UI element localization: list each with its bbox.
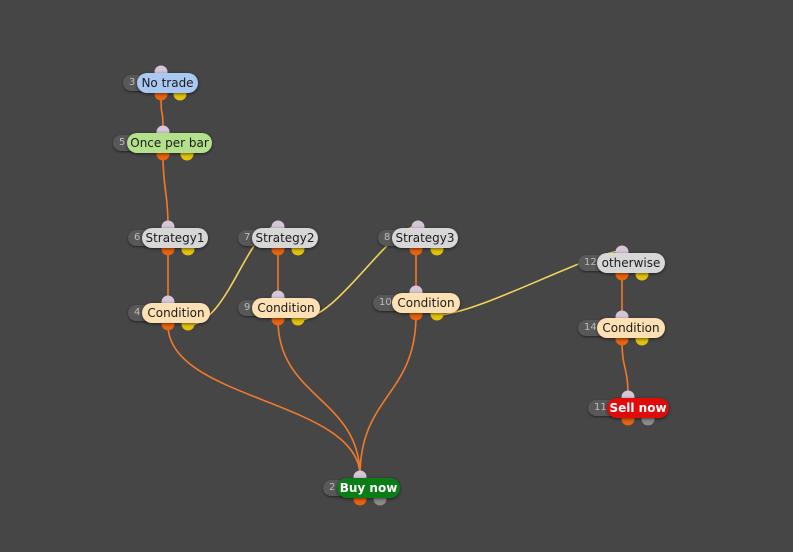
edges-layer <box>160 94 629 477</box>
edge-n14-n11 <box>621 339 629 397</box>
edge-n3-n5 <box>160 94 164 132</box>
edge-n9-n2 <box>277 319 361 477</box>
node-label[interactable]: Strategy3 <box>392 228 458 248</box>
node-label[interactable]: Condition <box>597 318 665 338</box>
node-label[interactable]: Condition <box>142 303 210 323</box>
edge-n5-n6 <box>162 154 169 227</box>
node-label[interactable]: Buy now <box>337 478 400 498</box>
node-label[interactable]: No trade <box>137 73 198 93</box>
node-label[interactable]: Sell now <box>607 398 669 418</box>
ports-layer <box>154 65 655 506</box>
edge-n10-n2 <box>359 314 417 477</box>
node-label[interactable]: Strategy2 <box>252 228 318 248</box>
node-label[interactable]: Condition <box>252 298 320 318</box>
edge-n4-n2 <box>167 324 361 477</box>
node-label[interactable]: Once per bar <box>127 133 212 153</box>
node-label[interactable]: Condition <box>392 293 460 313</box>
node-label[interactable]: otherwise <box>597 253 665 273</box>
node-label[interactable]: Strategy1 <box>142 228 208 248</box>
